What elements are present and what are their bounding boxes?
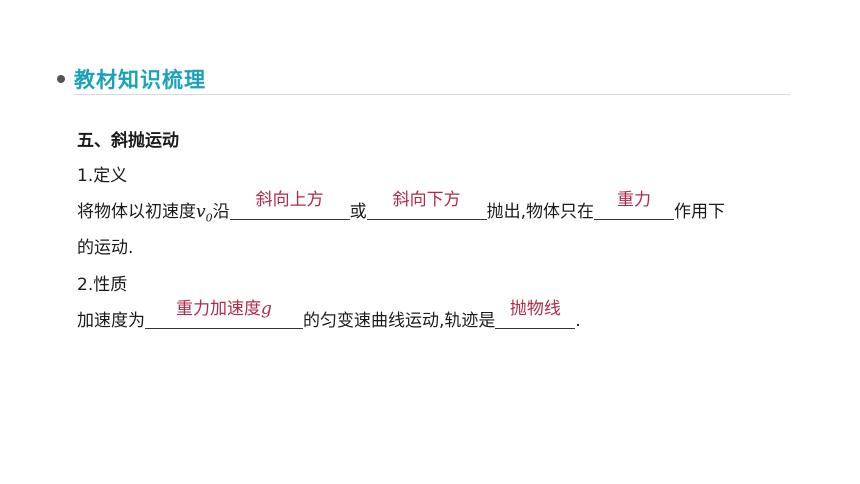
text-accel: 加速度为	[77, 311, 145, 331]
definition-line-2: 的运动.	[77, 238, 134, 258]
blank-answer-1: 斜向上方	[229, 190, 350, 220]
text-period: .	[575, 311, 581, 331]
section-header-title: 教材知识梳理	[74, 68, 206, 92]
definition-heading: 1.定义	[77, 166, 128, 186]
answer-4-main: 重力加速度	[176, 299, 262, 319]
text-thrown: 抛出,物体只在	[486, 202, 595, 222]
bullet-dot-icon	[57, 75, 65, 83]
answer-1: 斜向上方	[255, 190, 324, 210]
definition-line-1: 将物体以初速度v0沿 斜向上方或 斜向下方抛出,物体只在 重力作用下	[77, 190, 726, 225]
text-before-v: 将物体以初速度	[77, 202, 196, 222]
blank-answer-5: 抛物线	[495, 299, 576, 329]
text-along: 沿	[212, 202, 230, 222]
answer-5: 抛物线	[509, 299, 561, 319]
answer-4-symbol: g	[261, 299, 272, 319]
answer-4: 重力加速度g	[145, 294, 303, 319]
answer-3: 重力	[617, 190, 652, 210]
text-or: 或	[349, 202, 367, 222]
header-divider	[74, 94, 790, 95]
property-heading: 2.性质	[77, 275, 128, 295]
answer-2: 斜向下方	[392, 190, 461, 210]
v-subscript: 0	[205, 211, 213, 225]
v-symbol: v	[196, 202, 206, 222]
blank-answer-2: 斜向下方	[366, 190, 487, 220]
blank-answer-3: 重力	[594, 190, 675, 220]
topic-title: 五、斜抛运动	[77, 131, 179, 151]
text-uniform: 的匀变速曲线运动,轨迹是	[303, 311, 496, 331]
text-under: 作用下	[674, 202, 726, 222]
blank-answer-4: 重力加速度g	[145, 299, 303, 329]
